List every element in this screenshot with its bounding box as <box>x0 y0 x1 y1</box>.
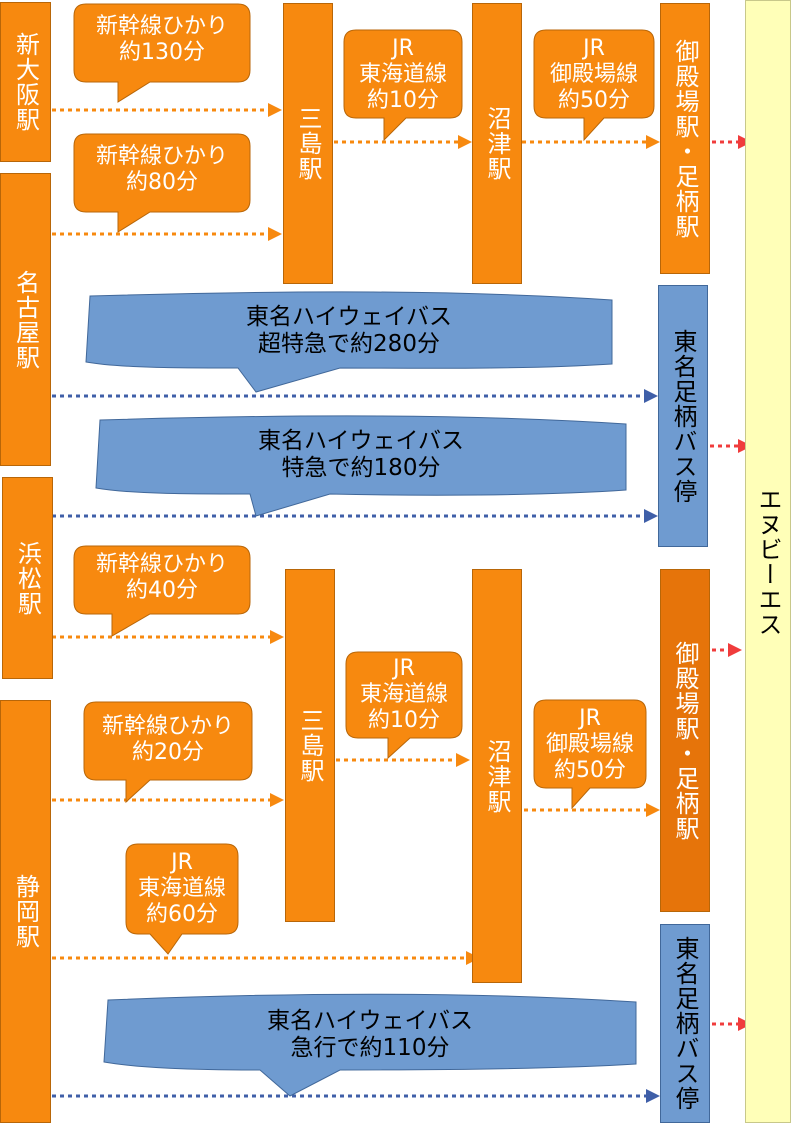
station-mishima-bottom: 三島駅 <box>285 569 335 922</box>
callout-nagoya-shinkansen <box>73 133 251 233</box>
station-mishima-bottom-label: 三島駅 <box>296 708 324 783</box>
station-shin-osaka: 新大阪駅 <box>0 2 51 162</box>
station-gotemba-bottom: 御殿場駅・足柄駅 <box>660 569 710 912</box>
callout-text-shizuoka-bus: 東名ハイウェイバス 急行で約110分 <box>266 1008 474 1061</box>
station-shizuoka-label: 静岡駅 <box>11 874 40 949</box>
callout-text-top-jr-gotemba: JR 御殿場線 約50分 <box>549 36 638 113</box>
callout-text-top-jr-tokaido: JR 東海道線 約10分 <box>358 36 447 113</box>
bus-stop-bottom: 東名足柄バス停 <box>660 924 710 1123</box>
station-numazu-bottom-label: 沼津駅 <box>483 738 511 814</box>
callout-text-nagoya: 新幹線ひかり 約80分 <box>95 144 228 195</box>
callout-shizuoka-jr <box>125 843 239 955</box>
station-mishima-top-label: 三島駅 <box>294 106 322 181</box>
callout-nagoya-bus-2 <box>95 415 627 517</box>
callout-text-osaka: 新幹線ひかり 約130分 <box>95 14 228 65</box>
callout-text-hamamatsu: 新幹線ひかり 約40分 <box>95 552 228 603</box>
bus-stop-top: 東名足柄バス停 <box>658 285 708 547</box>
station-numazu-top: 沼津駅 <box>472 3 522 284</box>
station-hamamatsu-label: 浜松駅 <box>13 540 42 616</box>
callout-text-bottom-jr-tokaido: JR 東海道線 約10分 <box>359 656 448 733</box>
destination-nbs: エヌビーエス <box>745 0 791 1123</box>
station-numazu-bottom: 沼津駅 <box>472 569 522 983</box>
bus-stop-top-label: 東名足柄バス停 <box>669 328 697 504</box>
callout-bottom-jr-tokaido <box>345 651 463 760</box>
callout-text-shizuoka-shinkansen: 新幹線ひかり 約20分 <box>101 714 234 765</box>
callout-nagoya-bus <box>85 291 613 393</box>
station-nagoya-label: 名古屋駅 <box>11 269 40 370</box>
station-gotemba-top: 御殿場駅・足柄駅 <box>660 3 710 274</box>
callout-shizuoka-shinkansen <box>83 701 253 804</box>
station-shin-osaka-label: 新大阪駅 <box>11 32 40 132</box>
callout-text-nagoya-bus-2: 東名ハイウェイバス 特急で約180分 <box>257 428 465 481</box>
callout-text-shizuoka-jr: JR 東海道線 約60分 <box>137 850 226 927</box>
station-mishima-top: 三島駅 <box>283 3 333 284</box>
station-gotemba-bottom-label: 御殿場駅・足柄駅 <box>671 640 699 841</box>
callout-hamamatsu-shinkansen <box>73 545 251 637</box>
callout-top-jr-gotemba <box>533 29 655 142</box>
station-shizuoka: 静岡駅 <box>0 700 51 1123</box>
callout-text-nagoya-bus: 東名ハイウェイバス 超特急で約280分 <box>245 304 453 357</box>
callout-osaka-shinkansen <box>73 3 251 103</box>
destination-nbs-label: エヌビーエス <box>754 486 782 637</box>
station-nagoya: 名古屋駅 <box>0 173 51 466</box>
bus-stop-bottom-label: 東名足柄バス停 <box>671 936 699 1111</box>
station-gotemba-top-label: 御殿場駅・足柄駅 <box>671 38 699 239</box>
callout-top-jr-tokaido <box>343 29 463 142</box>
callout-text-bottom-jr-gotemba: JR 御殿場線 約50分 <box>545 706 634 783</box>
station-hamamatsu: 浜松駅 <box>2 477 53 679</box>
callout-shizuoka-bus <box>103 993 637 1097</box>
callout-bottom-jr-gotemba <box>533 699 647 810</box>
station-numazu-top-label: 沼津駅 <box>483 106 511 181</box>
